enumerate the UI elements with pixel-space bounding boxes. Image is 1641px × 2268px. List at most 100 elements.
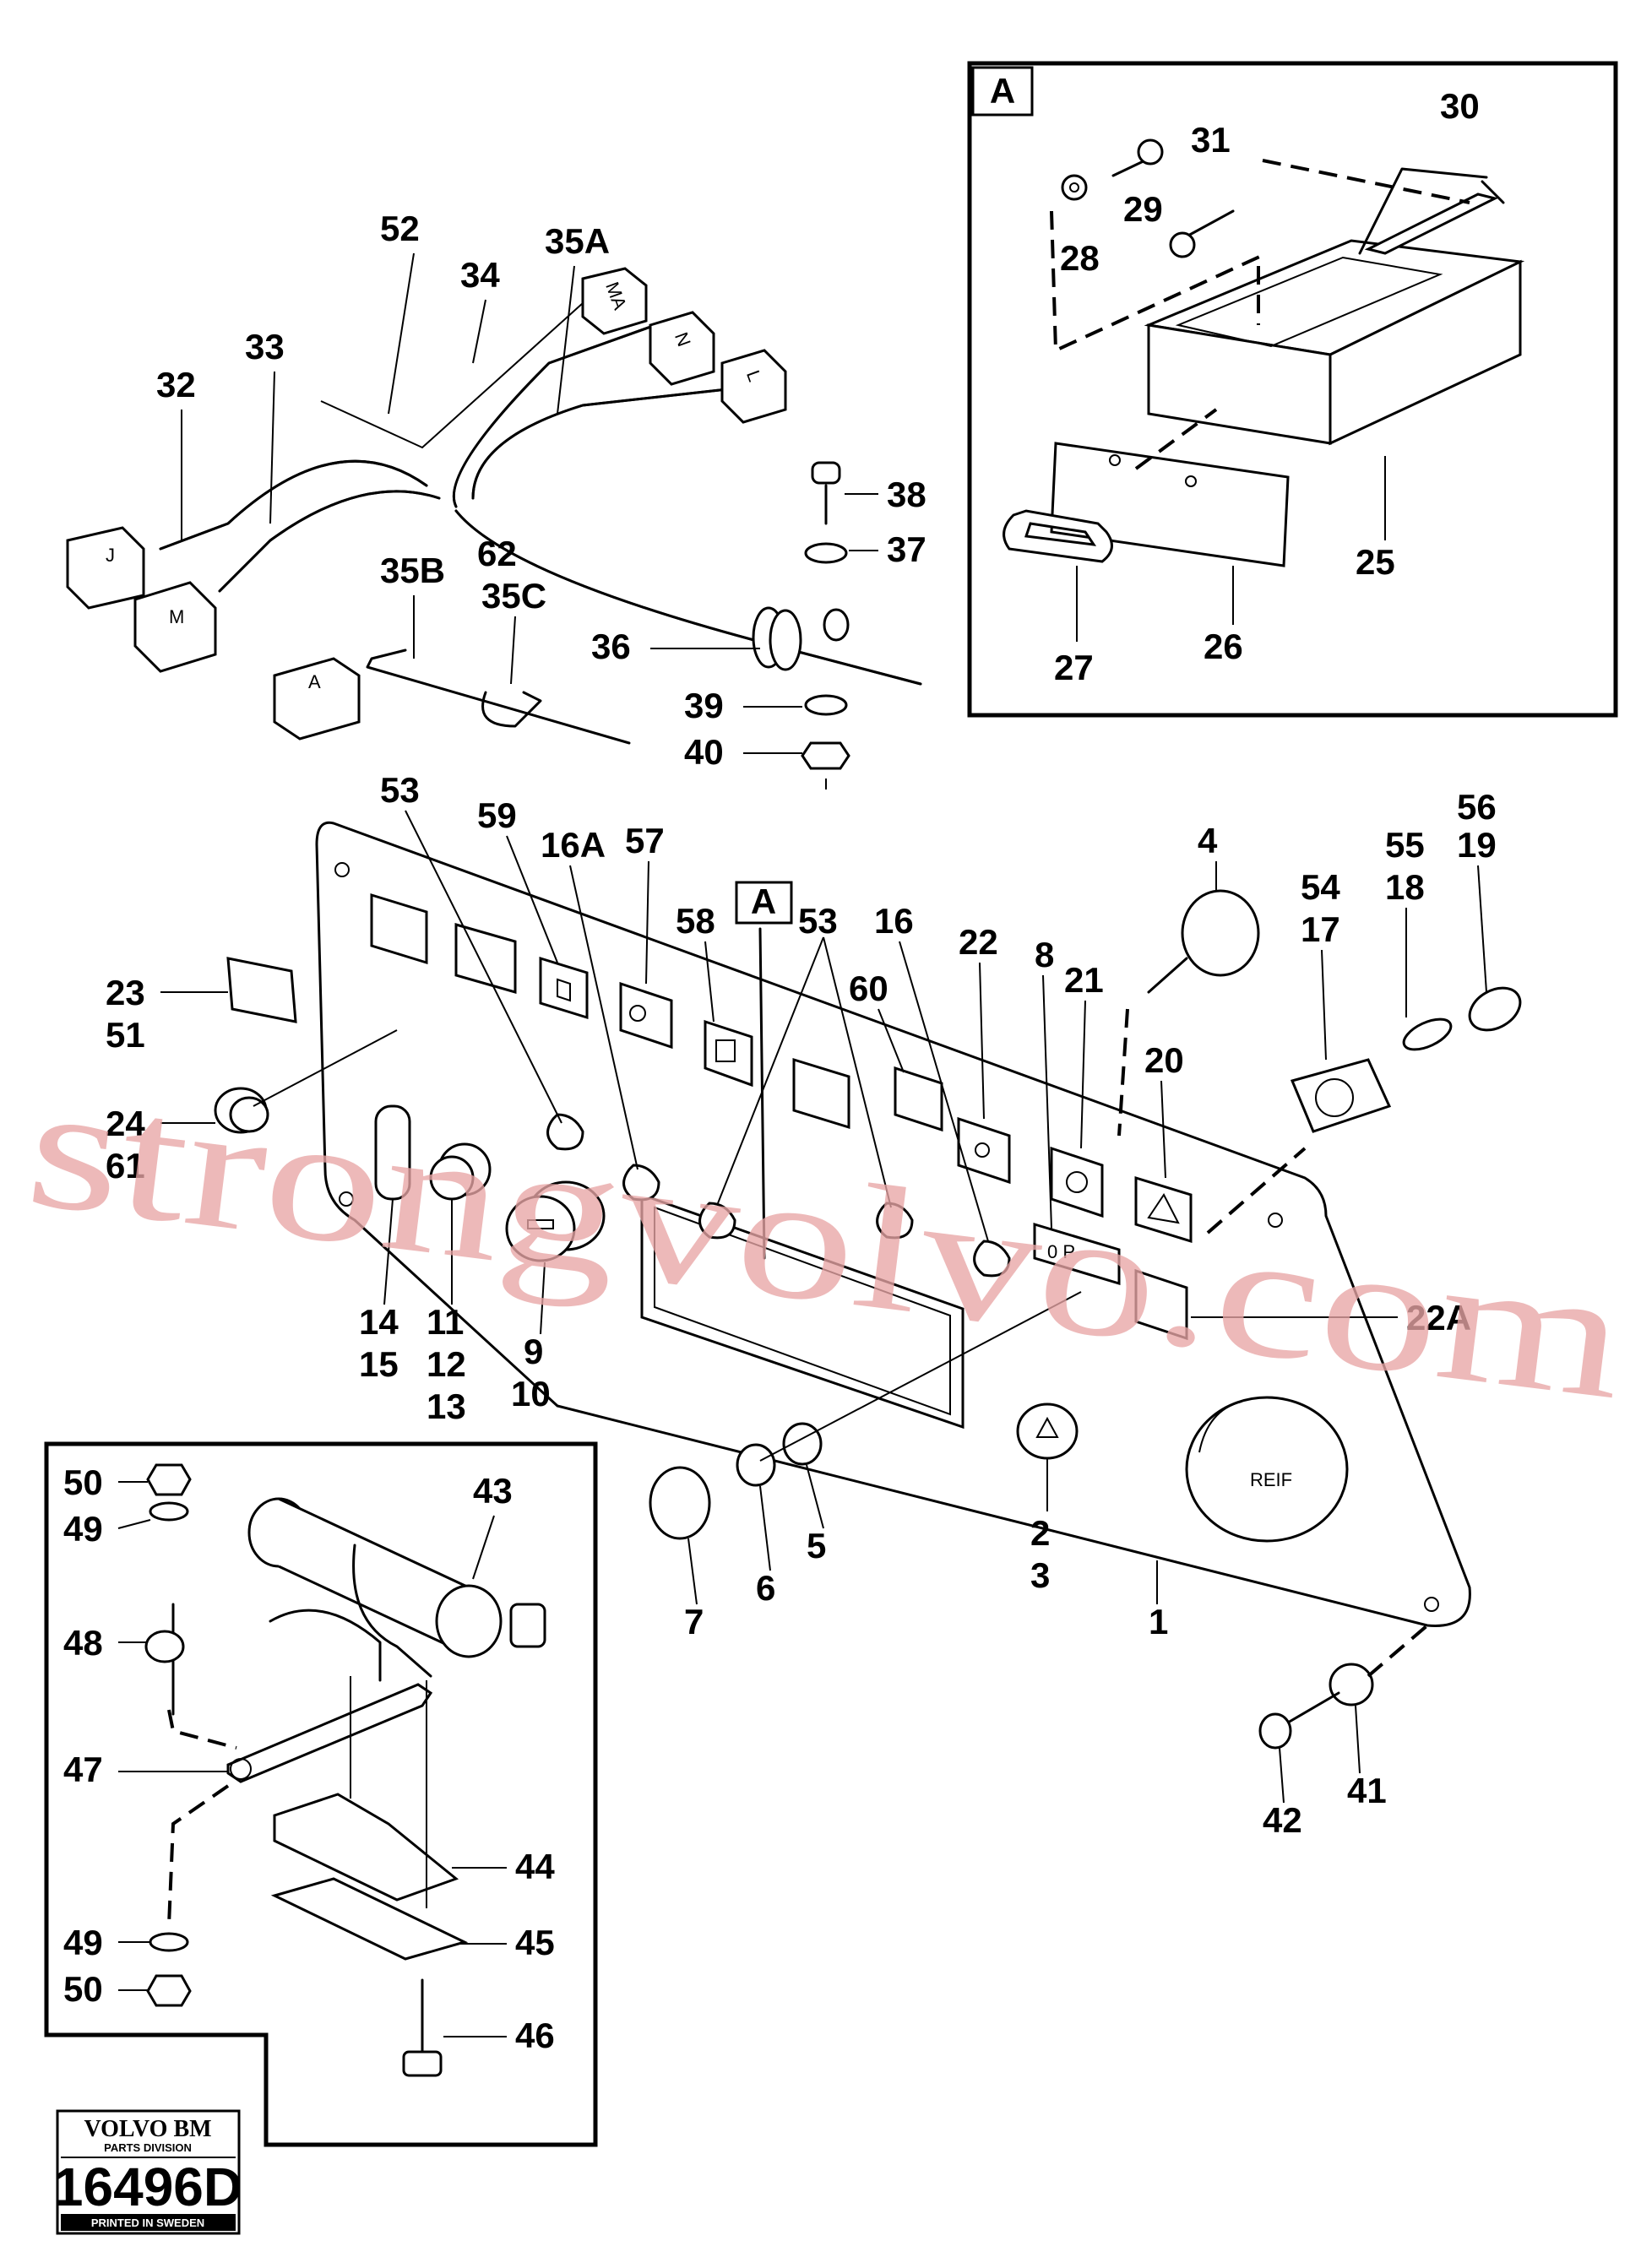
part-11-lamp — [429, 1142, 492, 1201]
part-49-washer-a — [149, 1501, 189, 1522]
label-38: 38 — [887, 475, 926, 514]
label-46: 46 — [515, 2016, 555, 2055]
part-39-washer — [804, 694, 848, 716]
label-49b: 49 — [63, 1923, 103, 1962]
part-24-button — [214, 1087, 269, 1134]
part-41-washer — [1329, 1663, 1374, 1706]
part-36-grommet — [752, 606, 850, 671]
part-45-plate — [270, 1877, 469, 1961]
wiring-harness: J M A MA N L — [66, 209, 926, 789]
label-8: 8 — [1035, 935, 1054, 974]
part-21-light-switch — [1050, 1146, 1104, 1218]
part-55-bulb — [1402, 1017, 1453, 1051]
connector-n: N — [649, 311, 715, 386]
part-40-nut — [801, 741, 850, 770]
label-32: 32 — [156, 365, 196, 404]
part-47-bracket — [226, 1683, 433, 1783]
label-24: 24 — [106, 1104, 145, 1143]
label-34: 34 — [460, 255, 500, 295]
label-52: 52 — [380, 209, 420, 248]
label-35c: 35C — [481, 576, 546, 616]
label-56: 56 — [1457, 787, 1497, 827]
part-16a-toggle — [622, 1164, 660, 1202]
label-2: 2 — [1030, 1513, 1050, 1553]
label-51: 51 — [106, 1015, 145, 1055]
label-16: 16 — [874, 901, 914, 941]
label-49a: 49 — [63, 1509, 103, 1549]
connector-a: A — [273, 657, 361, 741]
label-53b: 53 — [798, 901, 838, 941]
part-20-hazard-switch — [1134, 1175, 1193, 1244]
inset-a-marker: A — [990, 71, 1015, 111]
label-57: 57 — [625, 821, 665, 860]
artist-mark: REIF — [1250, 1469, 1292, 1490]
part-53-toggle-c — [876, 1202, 914, 1240]
label-50b: 50 — [63, 1969, 103, 2009]
part-48-stud — [144, 1603, 185, 1716]
part-27-handle — [1003, 509, 1113, 563]
inset-a: A — [967, 61, 1618, 718]
part-58-symbol-switch — [704, 1019, 753, 1088]
badge-number: 16496D — [53, 2157, 242, 2217]
label-11: 11 — [427, 1302, 464, 1342]
part-7-knob — [649, 1466, 711, 1540]
label-3: 3 — [1030, 1555, 1050, 1595]
badge-printed: PRINTED IN SWEDEN — [91, 2216, 204, 2229]
label-44: 44 — [515, 1847, 555, 1886]
label-7: 7 — [684, 1602, 704, 1641]
part-31-screw — [1169, 209, 1235, 258]
connector-j-letter: J — [106, 545, 115, 566]
label-55: 55 — [1385, 825, 1425, 865]
label-27: 27 — [1054, 648, 1094, 687]
label-28: 28 — [1060, 238, 1100, 278]
badge-brand: VOLVO BM — [84, 2116, 211, 2142]
label-22: 22 — [959, 922, 998, 962]
label-54: 54 — [1301, 867, 1340, 907]
part-53-toggle-b — [698, 1202, 736, 1240]
label-62: 62 — [477, 534, 517, 573]
label-39: 39 — [684, 686, 724, 725]
label-18: 18 — [1385, 867, 1425, 907]
label-58: 58 — [676, 901, 715, 941]
label-37: 37 — [887, 529, 926, 569]
label-15: 15 — [359, 1344, 399, 1384]
label-45: 45 — [515, 1923, 555, 1962]
label-36: 36 — [591, 627, 631, 666]
label-4: 4 — [1198, 821, 1218, 860]
part-28-washer — [1061, 174, 1088, 201]
label-9: 9 — [524, 1332, 543, 1371]
connector-m-letter: M — [169, 606, 184, 627]
part-53-toggle-a — [546, 1113, 584, 1151]
label-59: 59 — [477, 795, 517, 835]
label-41: 41 — [1347, 1771, 1387, 1810]
part-26-plate — [1050, 442, 1290, 567]
label-33: 33 — [245, 327, 285, 366]
part-44-plate — [273, 1793, 459, 1902]
label-12: 12 — [427, 1344, 466, 1384]
part-49-washer-b — [149, 1932, 189, 1952]
label-48: 48 — [63, 1623, 103, 1663]
part-5-nut — [782, 1422, 823, 1466]
part-22-switch — [957, 1116, 1011, 1185]
label-13: 13 — [427, 1386, 466, 1426]
lock-inset: 50 49 43 48 47 44 45 49 50 46 — [44, 1441, 598, 2147]
part-59-symbol-switch — [539, 956, 589, 1020]
indicator-text: 0 P — [1047, 1241, 1075, 1262]
connector-a-letter: A — [308, 671, 321, 692]
label-26: 26 — [1204, 627, 1243, 666]
label-61: 61 — [106, 1146, 145, 1186]
part-22a-switch — [1134, 1268, 1188, 1341]
label-21: 21 — [1064, 960, 1104, 1000]
part-29-screw — [1111, 138, 1164, 177]
part-16-toggle — [973, 1240, 1011, 1278]
part-4-switch — [1147, 889, 1260, 994]
part-37-washer — [804, 542, 848, 564]
volvo-bm-badge: VOLVO BM PARTS DIVISION 16496D PRINTED I… — [53, 2109, 242, 2235]
connector-m: M — [133, 581, 217, 673]
part-60-symbol-switch — [894, 1066, 943, 1132]
label-53a: 53 — [380, 770, 420, 810]
part-6-spacer — [736, 1443, 776, 1487]
connector-l: L — [720, 349, 787, 424]
badge-division: PARTS DIVISION — [104, 2141, 192, 2154]
part-57-symbol-switch — [619, 981, 673, 1050]
